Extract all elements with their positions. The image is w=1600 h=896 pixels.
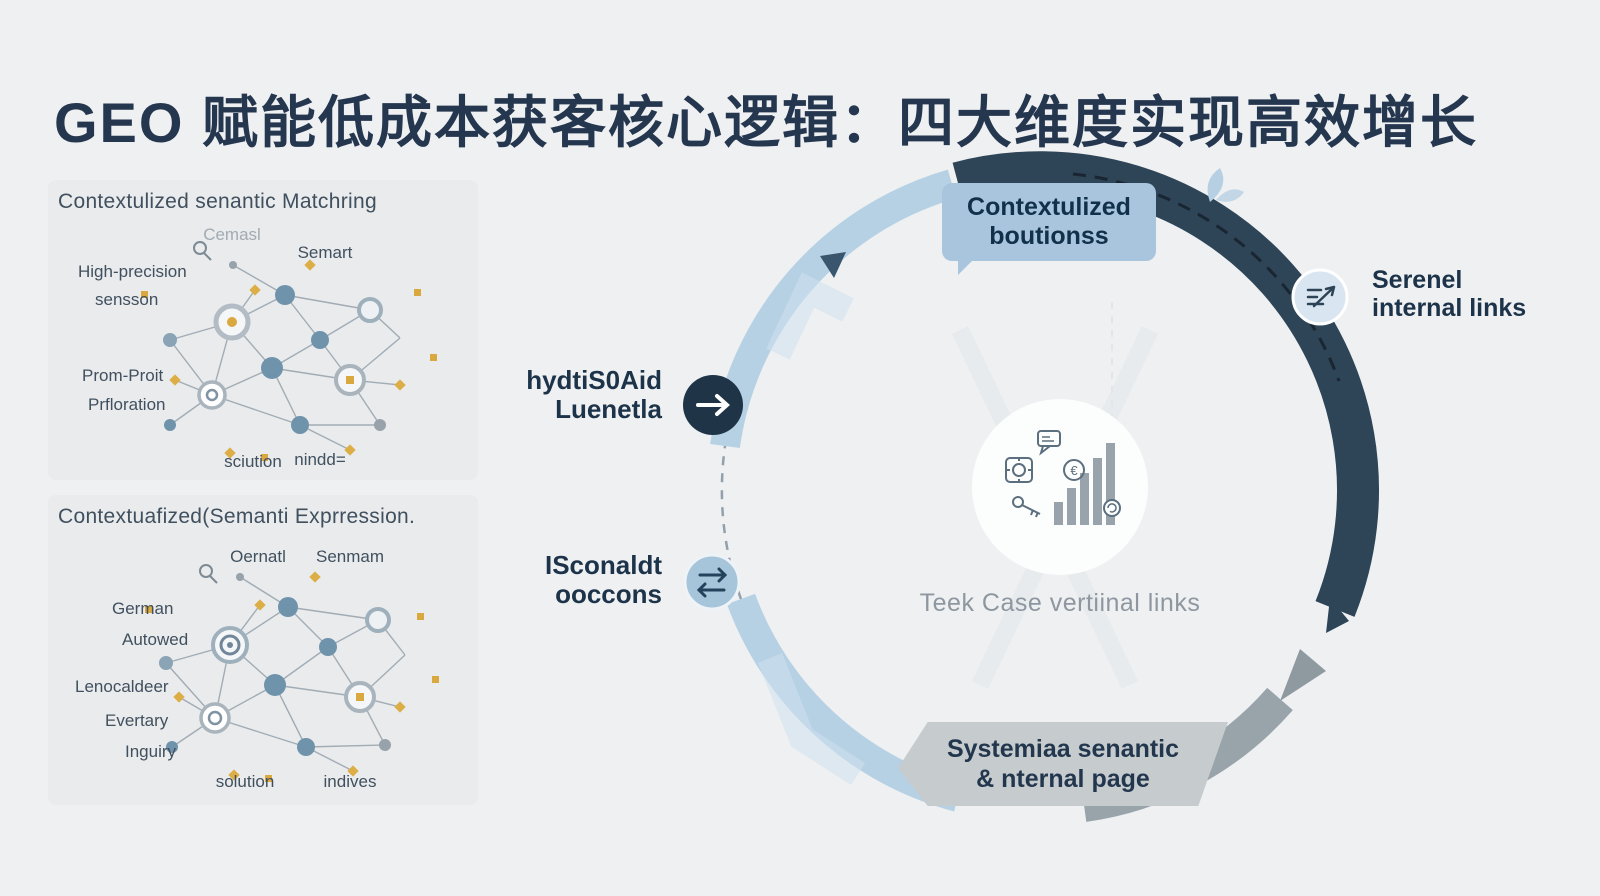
graph2-label-indives: indives [324, 772, 377, 791]
cycle-right-label: Serenel internal links [1372, 266, 1527, 322]
gray-arc-arrowhead [1280, 649, 1326, 701]
cycle-arc-dark [952, 151, 1379, 617]
graph1-label-semart: Semart [298, 243, 353, 262]
graph1-edges [169, 264, 401, 451]
cycle-left-lower-label: ISconaldt ooccons [544, 550, 662, 610]
coin-icon: € [1063, 459, 1085, 481]
graph2-label-german: German [112, 599, 173, 618]
cycle-top-banner: Contextulized boutionss [942, 183, 1156, 275]
magnifier-icon [193, 241, 212, 261]
semantic-network-graph-2: Oernatl Senmam German Autowed Lenocaldee… [75, 547, 439, 791]
arrow-right-icon [696, 394, 730, 416]
page-title: GEO 赋能低成本获客核心逻辑：四大维度实现高效增长 [54, 90, 1479, 154]
dark-arc-arrowhead [1326, 598, 1349, 633]
graph1-label-prfloration: Prfloration [88, 395, 165, 414]
graph2-label-inguiry: Inguiry [125, 742, 177, 761]
dashed-connector-arc [720, 445, 743, 600]
semantic-matching-panel: Contextulized senantic Matchring [48, 180, 478, 480]
graph2-edges [165, 576, 406, 772]
step-circle-right [1291, 268, 1349, 326]
key-icon [1012, 496, 1041, 518]
graph2-nodes [159, 573, 391, 756]
cycle-center-caption: Teek Case vertiinal links [919, 589, 1201, 617]
dark-arc-dashed-line [1072, 172, 1341, 382]
semantic-network-graph-1: Cemasl Semart High-precision sensson Pro… [78, 225, 437, 471]
graph2-label-autowed: Autowed [122, 630, 188, 649]
bar-chart-icon [1054, 443, 1115, 525]
graph2-label-evertary: Evertary [105, 711, 169, 730]
graph1-label-prom-proit: Prom-Proit [82, 366, 164, 385]
graph1-label-cemasl: Cemasl [203, 225, 261, 244]
magnifier-icon [199, 564, 218, 584]
semantic-expression-panel: Contextuafized(Semanti Exprression. [48, 495, 478, 805]
graph1-label-sciution: sciution [224, 452, 282, 471]
speech-bubble-icon [1037, 430, 1061, 456]
step-circle-blue [683, 553, 741, 611]
gear-box-icon [1005, 457, 1033, 483]
graph1-nodes [163, 261, 386, 434]
transfer-arrows-icon [696, 567, 728, 598]
graph1-label-sensson: sensson [95, 290, 158, 309]
graph2-label-lenocaldeer: Lenocaldeer [75, 677, 169, 696]
graph1-label-high-precision: High-precision [78, 262, 187, 281]
graph2-keyword-markers [145, 571, 439, 782]
chevron-upper-left [766, 272, 854, 360]
graph2-label-oernatl: Oernatl [230, 547, 286, 566]
graph1-label-nindd: nindd= [294, 450, 346, 469]
leaf-icon [1207, 168, 1244, 202]
edit-links-icon [1306, 285, 1336, 308]
refresh-circle-icon [1103, 499, 1121, 517]
svg-text:€: € [1070, 463, 1078, 478]
cycle-left-upper-label: hydtiS0Aid Luenetla [526, 365, 662, 425]
graph2-label-solution: solution [216, 772, 275, 791]
chevron-lower-left [757, 653, 866, 785]
cycle-bottom-banner: Systemiaa senantic & nternal page [898, 722, 1228, 806]
graph2-label-senmam: Senmam [316, 547, 384, 566]
center-hub: € [972, 399, 1148, 575]
step-circle-dark [683, 375, 743, 435]
ring-arrow-top-left [820, 252, 846, 278]
panel2-title: Contextuafized(Semanti Exprression. [58, 505, 416, 528]
panel1-title: Contextulized senantic Matchring [58, 190, 377, 213]
